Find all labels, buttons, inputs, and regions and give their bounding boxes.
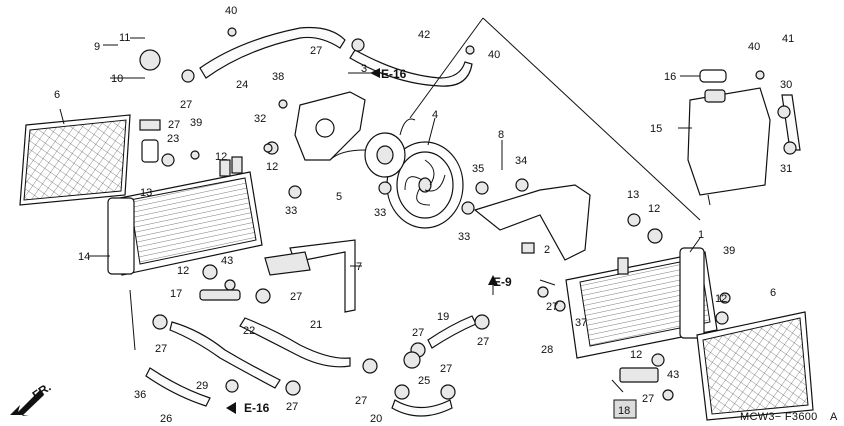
part-label: 21 — [310, 319, 322, 331]
part-label: 18 — [618, 405, 630, 417]
part-label: 39 — [190, 117, 202, 129]
part-label: 13 — [627, 189, 639, 201]
fan-motor — [329, 118, 416, 178]
part-label: 19 — [437, 311, 449, 323]
part-label: 13 — [140, 187, 152, 199]
part-label: 14 — [78, 251, 90, 263]
part-label: 40 — [225, 5, 237, 17]
part-label: 27 — [290, 291, 302, 303]
part-label: 15 — [650, 123, 662, 135]
part-label: 27 — [286, 401, 298, 413]
part-18-box — [613, 399, 637, 419]
part-label-group: 1 2 3 4 5 6 6 7 8 9 10 11 12 12 12 12 12… — [54, 5, 794, 425]
hoses — [145, 26, 801, 417]
part-label: 23 — [167, 133, 179, 145]
left-grille — [19, 108, 131, 206]
part-label: 28 — [541, 344, 553, 356]
part-label: 12 — [648, 203, 660, 215]
part-label: 43 — [667, 369, 679, 381]
part-label: 33 — [374, 207, 386, 219]
fan — [386, 141, 464, 229]
part-label: 27 — [168, 119, 180, 131]
part-label: 11 — [119, 32, 130, 44]
part-label: 27 — [477, 336, 489, 348]
right-radiator — [565, 247, 718, 359]
fasteners — [139, 27, 797, 401]
left-radiator — [107, 156, 263, 276]
part-label: 32 — [254, 113, 266, 125]
reservoir-tank — [687, 69, 771, 206]
diagram-code: MCW3− F3600 A — [740, 411, 838, 423]
part-label: 25 — [418, 375, 430, 387]
part-label: 43 — [221, 255, 233, 267]
part-label: 7 — [356, 261, 362, 273]
part-label: 31 — [780, 163, 792, 175]
part-label: 27 — [355, 395, 367, 407]
part-label: 27 — [440, 363, 452, 375]
ref-arrows — [226, 68, 498, 414]
part-label: 33 — [458, 231, 470, 243]
part-label: 41 — [782, 33, 794, 45]
part-label: 24 — [236, 79, 248, 91]
front-direction-arrow: FR. — [10, 380, 54, 416]
part-label: 33 — [285, 205, 297, 217]
part-label: 30 — [780, 79, 792, 91]
part-label: 16 — [664, 71, 676, 83]
right-grille — [696, 311, 814, 421]
side-bracket — [264, 239, 356, 313]
part-label: 4 — [432, 109, 438, 121]
part-label: 6 — [770, 287, 776, 299]
ref-label-e9: E-9 — [493, 275, 512, 289]
part-label: 22 — [243, 325, 255, 337]
fan-shroud-bracket — [294, 91, 366, 161]
part-label: 12 — [215, 151, 227, 163]
part-label: 12 — [266, 161, 278, 173]
leader-lines — [88, 17, 701, 393]
part-label: 3 — [361, 63, 367, 75]
part-label: 36 — [134, 389, 146, 401]
diagram-code-text: MCW3− F3600 — [740, 411, 818, 423]
ref-label-e16-bottom: E-16 — [244, 401, 270, 415]
part-label: 5 — [336, 191, 342, 203]
part-label: 12 — [630, 349, 642, 361]
part-label: 27 — [180, 99, 192, 111]
air-duct — [473, 184, 591, 261]
part-label: 35 — [472, 163, 484, 175]
part-label: 10 — [111, 73, 123, 85]
part-label: 27 — [642, 393, 654, 405]
part-label: 39 — [723, 245, 735, 257]
part-label: 27 — [310, 45, 322, 57]
part-label: 9 — [94, 41, 100, 53]
part-label: 38 — [272, 71, 284, 83]
part-label: 17 — [170, 288, 182, 300]
part-label: 29 — [196, 380, 208, 392]
part-label: 2 — [544, 244, 550, 256]
part-label: 34 — [515, 155, 527, 167]
part-label: 1 — [698, 229, 704, 241]
part-label: 8 — [498, 129, 504, 141]
part-label: 6 — [54, 89, 60, 101]
part-label: 12 — [177, 265, 189, 277]
part-label: 27 — [412, 327, 424, 339]
part-label: 42 — [418, 29, 430, 41]
part-label: 37 — [575, 317, 587, 329]
part-label: 27 — [155, 343, 167, 355]
part-label: 20 — [370, 413, 382, 425]
part-label: 12 — [715, 293, 727, 305]
diagram-code-suffix: A — [830, 411, 838, 423]
part-label: 26 — [160, 413, 172, 425]
part-label: 27 — [546, 301, 558, 313]
part-label: 40 — [488, 49, 500, 61]
ref-label-e16-top: E-16 — [381, 67, 407, 81]
part-label: 40 — [748, 41, 760, 53]
